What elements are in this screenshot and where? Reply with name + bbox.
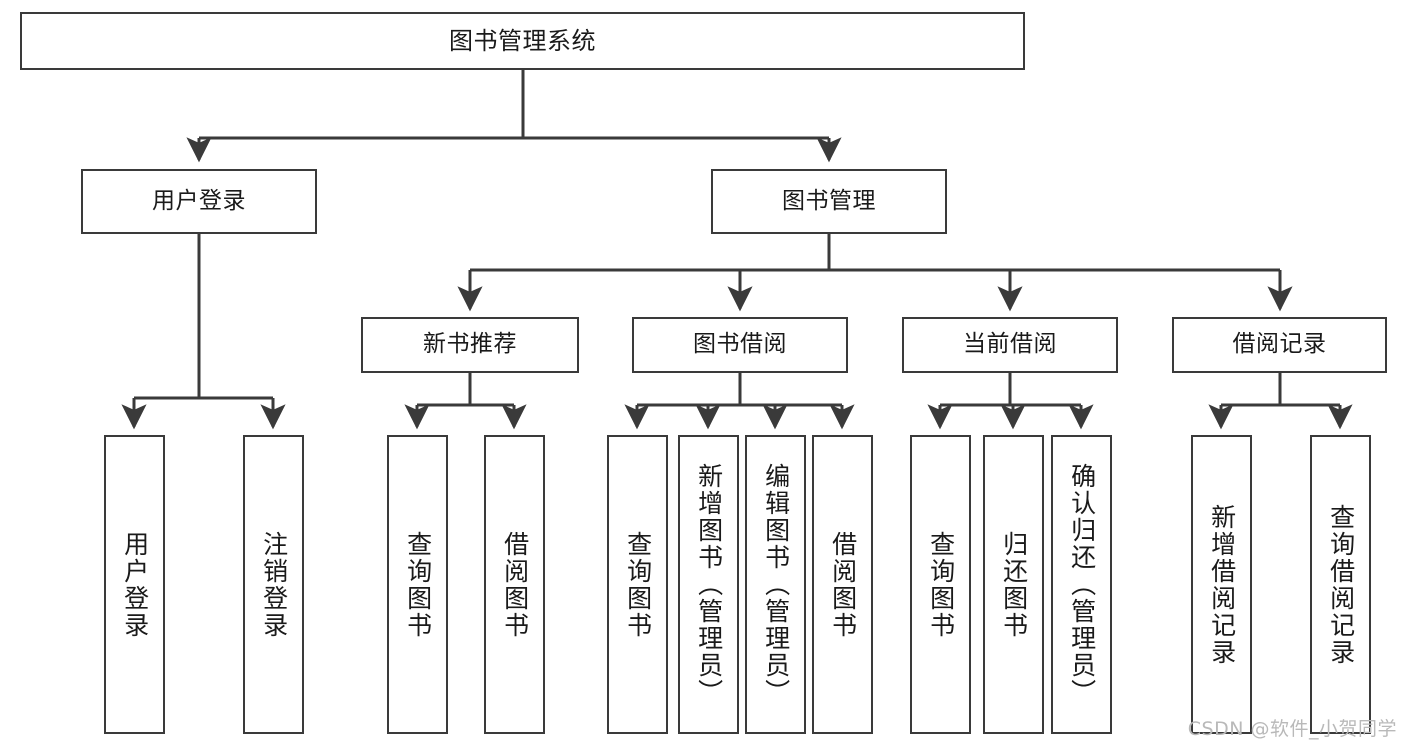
- node-label: 注销登录: [259, 530, 289, 639]
- node-user-login[interactable]: 用户登录: [81, 169, 317, 234]
- node-leaf-confirm-return-admin[interactable]: 确认归还（管理员）: [1051, 435, 1112, 734]
- node-leaf-query-book-recommend[interactable]: 查询图书: [387, 435, 448, 734]
- node-leaf-borrow-book-borrowing[interactable]: 借阅图书: [812, 435, 873, 734]
- node-label: 归还图书: [999, 530, 1029, 639]
- node-label: 用户登录: [152, 187, 246, 214]
- node-leaf-edit-book-admin[interactable]: 编辑图书（管理员）: [745, 435, 806, 734]
- node-label: 新增借阅记录: [1207, 503, 1237, 666]
- node-leaf-user-login[interactable]: 用户登录: [104, 435, 165, 734]
- node-leaf-query-book-borrowing[interactable]: 查询图书: [607, 435, 668, 734]
- node-leaf-add-book-admin[interactable]: 新增图书（管理员）: [678, 435, 739, 734]
- node-label: 借阅记录: [1232, 331, 1327, 358]
- node-label: 新增图书（管理员）: [694, 463, 724, 706]
- node-root-book-management-system[interactable]: 图书管理系统: [20, 12, 1025, 70]
- node-label: 图书管理系统: [449, 26, 596, 55]
- node-label: 图书管理: [782, 187, 876, 214]
- node-label: 编辑图书（管理员）: [761, 463, 791, 706]
- node-label: 确认归还（管理员）: [1067, 463, 1097, 706]
- node-label: 新书推荐: [423, 331, 517, 358]
- node-borrowing-record[interactable]: 借阅记录: [1172, 317, 1387, 373]
- node-label: 查询图书: [926, 530, 956, 639]
- watermark-text: CSDN @软件_小贺同学: [1187, 718, 1397, 740]
- node-new-book-recommendation[interactable]: 新书推荐: [361, 317, 579, 373]
- node-label: 图书借阅: [693, 331, 787, 358]
- node-label: 查询借阅记录: [1326, 503, 1356, 666]
- node-leaf-borrow-book-recommend[interactable]: 借阅图书: [484, 435, 545, 734]
- node-label: 当前借阅: [963, 331, 1057, 358]
- node-book-borrowing[interactable]: 图书借阅: [632, 317, 848, 373]
- node-leaf-query-borrowing-record[interactable]: 查询借阅记录: [1310, 435, 1371, 734]
- node-label: 查询图书: [623, 530, 653, 639]
- node-book-management[interactable]: 图书管理: [711, 169, 947, 234]
- node-leaf-return-book[interactable]: 归还图书: [983, 435, 1044, 734]
- node-label: 查询图书: [403, 530, 433, 639]
- node-label: 借阅图书: [500, 530, 530, 639]
- node-leaf-query-book-current[interactable]: 查询图书: [910, 435, 971, 734]
- node-label: 用户登录: [120, 530, 150, 639]
- node-leaf-logout[interactable]: 注销登录: [243, 435, 304, 734]
- node-current-borrowing[interactable]: 当前借阅: [902, 317, 1118, 373]
- node-leaf-add-borrowing-record[interactable]: 新增借阅记录: [1191, 435, 1252, 734]
- node-label: 借阅图书: [828, 530, 858, 639]
